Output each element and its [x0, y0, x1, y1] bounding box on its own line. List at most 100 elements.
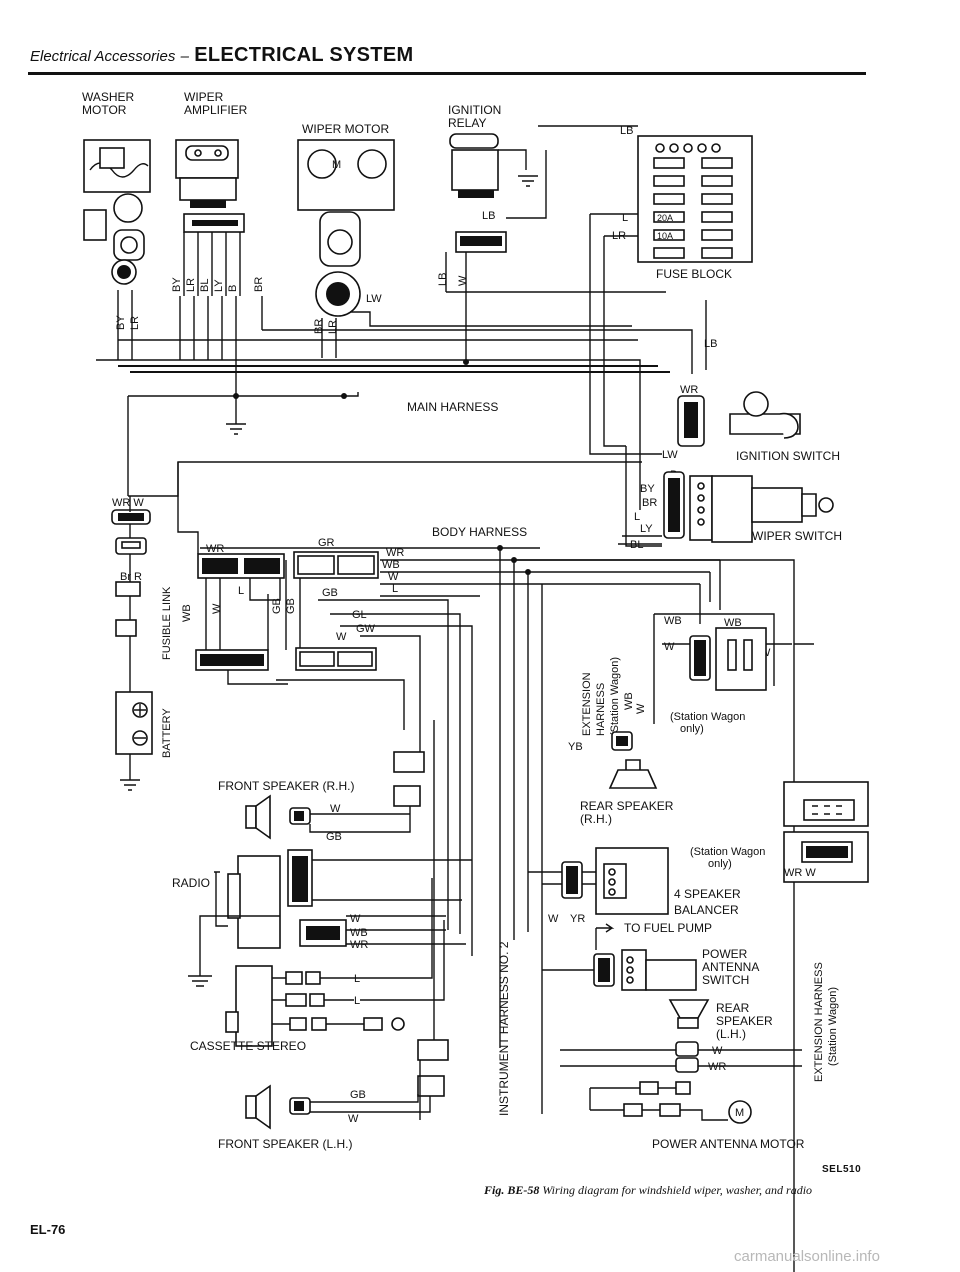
wire-code-gb-2: GB [271, 598, 283, 614]
label-power-antenna-motor: POWER ANTENNA MOTOR [652, 1137, 805, 1151]
label-four-speaker-balancer-1: 4 SPEAKER [674, 887, 741, 901]
wire-code-yb: YB [568, 741, 583, 753]
four-speaker-balancer [528, 847, 669, 915]
wire-code-lb-4: LB [704, 338, 717, 350]
radio-wiring [312, 859, 472, 945]
fuel-pump-arrow [595, 923, 615, 950]
label-main-harness: MAIN HARNESS [407, 400, 498, 414]
header-rule [28, 72, 866, 75]
wire-code-br-2: BR [313, 319, 325, 334]
figure-caption-text: Wiring diagram for windshield wiper, was… [542, 1183, 813, 1197]
rear-speaker-lh-connector [560, 1041, 802, 1073]
wire-code-b: B [227, 285, 239, 292]
battery [115, 496, 153, 791]
wire-code-lr: LR [129, 316, 141, 330]
wire-code-lb-2: LB [482, 210, 495, 222]
label-radio: RADIO [172, 876, 210, 890]
wire-code-l-2: L [634, 511, 640, 523]
wire-code-w-12: W [712, 1045, 723, 1057]
power-antenna-switch [542, 949, 697, 991]
wire-code-wr-5: WR [708, 1061, 726, 1073]
wire-code-ly: LY [213, 279, 225, 292]
label-ignition-relay-1: IGNITION [448, 103, 501, 117]
label-rear-speaker-rh-2: (R.H.) [580, 812, 612, 826]
label-extension-harness-3: (Station Wagon) [609, 657, 621, 736]
label-battery: BATTERY [161, 708, 173, 758]
wire-code-br-r: Br R [120, 571, 142, 583]
radio [188, 849, 347, 987]
wire-code-lb: LB [437, 273, 449, 286]
label-fuse-20a: 20A [657, 213, 673, 223]
label-four-speaker-balancer-2: BALANCER [674, 903, 739, 917]
wire-code-by-2: BY [171, 277, 183, 292]
wire-code-by-3: BY [640, 483, 655, 495]
wire-code-w-6: W [664, 641, 675, 653]
wire-code-w-4: W [211, 603, 223, 614]
wire-code-lb-3: LB [620, 125, 633, 137]
label-wiper-switch: WIPER SWITCH [752, 529, 842, 543]
top-wiring [96, 125, 707, 510]
label-power-antenna-switch-3: SWITCH [702, 973, 749, 987]
label-extension-harness-right-2: (Station Wagon) [827, 987, 839, 1066]
page-header: Electrical Accessories – ELECTRICAL SYST… [30, 44, 413, 67]
wire-code-wr: WR [680, 384, 698, 396]
wire-code-wb-3: WB [623, 692, 635, 710]
wire-code-l-6: L [354, 995, 360, 1007]
label-m-antenna-motor: M [735, 1107, 744, 1119]
wire-code-wr-2: WR [206, 543, 224, 555]
wire-code-wb: WB [382, 559, 400, 571]
rear-speaker-lh [668, 999, 710, 1029]
label-rear-speaker-lh-3: (L.H.) [716, 1027, 746, 1041]
wire-code-gb-4: GB [326, 831, 342, 843]
figure-caption: Fig. BE-58 Wiring diagram for windshield… [484, 1183, 812, 1198]
label-station-wagon-only-1b: only) [680, 723, 704, 735]
label-cassette-stereo: CASSETTE STEREO [190, 1039, 306, 1053]
wire-code-lw-2: LW [662, 449, 678, 461]
label-front-speaker-lh: FRONT SPEAKER (L.H.) [218, 1137, 352, 1151]
wire-code-wb-6: WB [350, 927, 368, 939]
label-wiper-amplifier-1: WIPER [184, 90, 224, 104]
fusible-link-connectors [111, 509, 151, 637]
wire-code-gb: GB [322, 587, 338, 599]
wiper-motor [297, 139, 395, 317]
wire-code-wr-3: WR [386, 547, 404, 559]
label-extension-harness-2: HARNESS [595, 683, 607, 736]
figure-number: Fig. BE-58 [484, 1183, 540, 1197]
label-rear-speaker-lh-1: REAR [716, 1001, 750, 1015]
wire-code-w-8: W [330, 803, 341, 815]
wiper-amplifier [175, 139, 245, 233]
wire-code-l-3: L [392, 583, 398, 595]
wire-code-lr-3: LR [327, 320, 339, 334]
wire-code-br: BR [253, 277, 265, 292]
figure-code: SEL510 [822, 1164, 862, 1175]
wire-code-lr-2: LR [185, 278, 197, 292]
wire-code-w-11: W [548, 913, 559, 925]
wire-code-gr: GR [318, 537, 335, 549]
label-to-fuel-pump: TO FUEL PUMP [624, 921, 712, 935]
label-extension-harness-right-1: EXTENSION HARNESS [813, 962, 825, 1082]
wire-code-wrw-3: WR W [784, 867, 816, 879]
header-separator: – [180, 48, 189, 65]
wire-code-w-10: W [348, 1113, 359, 1125]
label-rear-speaker-rh-1: REAR SPEAKER [580, 799, 674, 813]
wire-code-gl: GL [352, 609, 367, 621]
body-harness-connectors [195, 551, 379, 671]
station-wagon-connectors-right [783, 781, 869, 883]
wire-code-w-2: W [388, 571, 399, 583]
label-front-speaker-rh: FRONT SPEAKER (R.H.) [218, 779, 354, 793]
wire-code-bl: BL [199, 279, 211, 292]
wire-code-l: L [622, 212, 628, 224]
wire-code-wrw: WR W [112, 497, 144, 509]
power-antenna-motor [589, 1081, 752, 1124]
wire-code-w-9: W [350, 913, 361, 925]
label-fuse-block: FUSE BLOCK [656, 267, 732, 281]
wire-code-w: W [457, 275, 469, 286]
wire-code-w-5: W [635, 703, 647, 714]
station-wagon-connectors-upper [611, 613, 792, 751]
wire-code-yr: YR [570, 913, 585, 925]
body-harness-top [128, 461, 642, 497]
ignition-switch [677, 391, 801, 447]
label-body-harness: BODY HARNESS [432, 525, 527, 539]
wire-code-wb-4: WB [664, 615, 682, 627]
